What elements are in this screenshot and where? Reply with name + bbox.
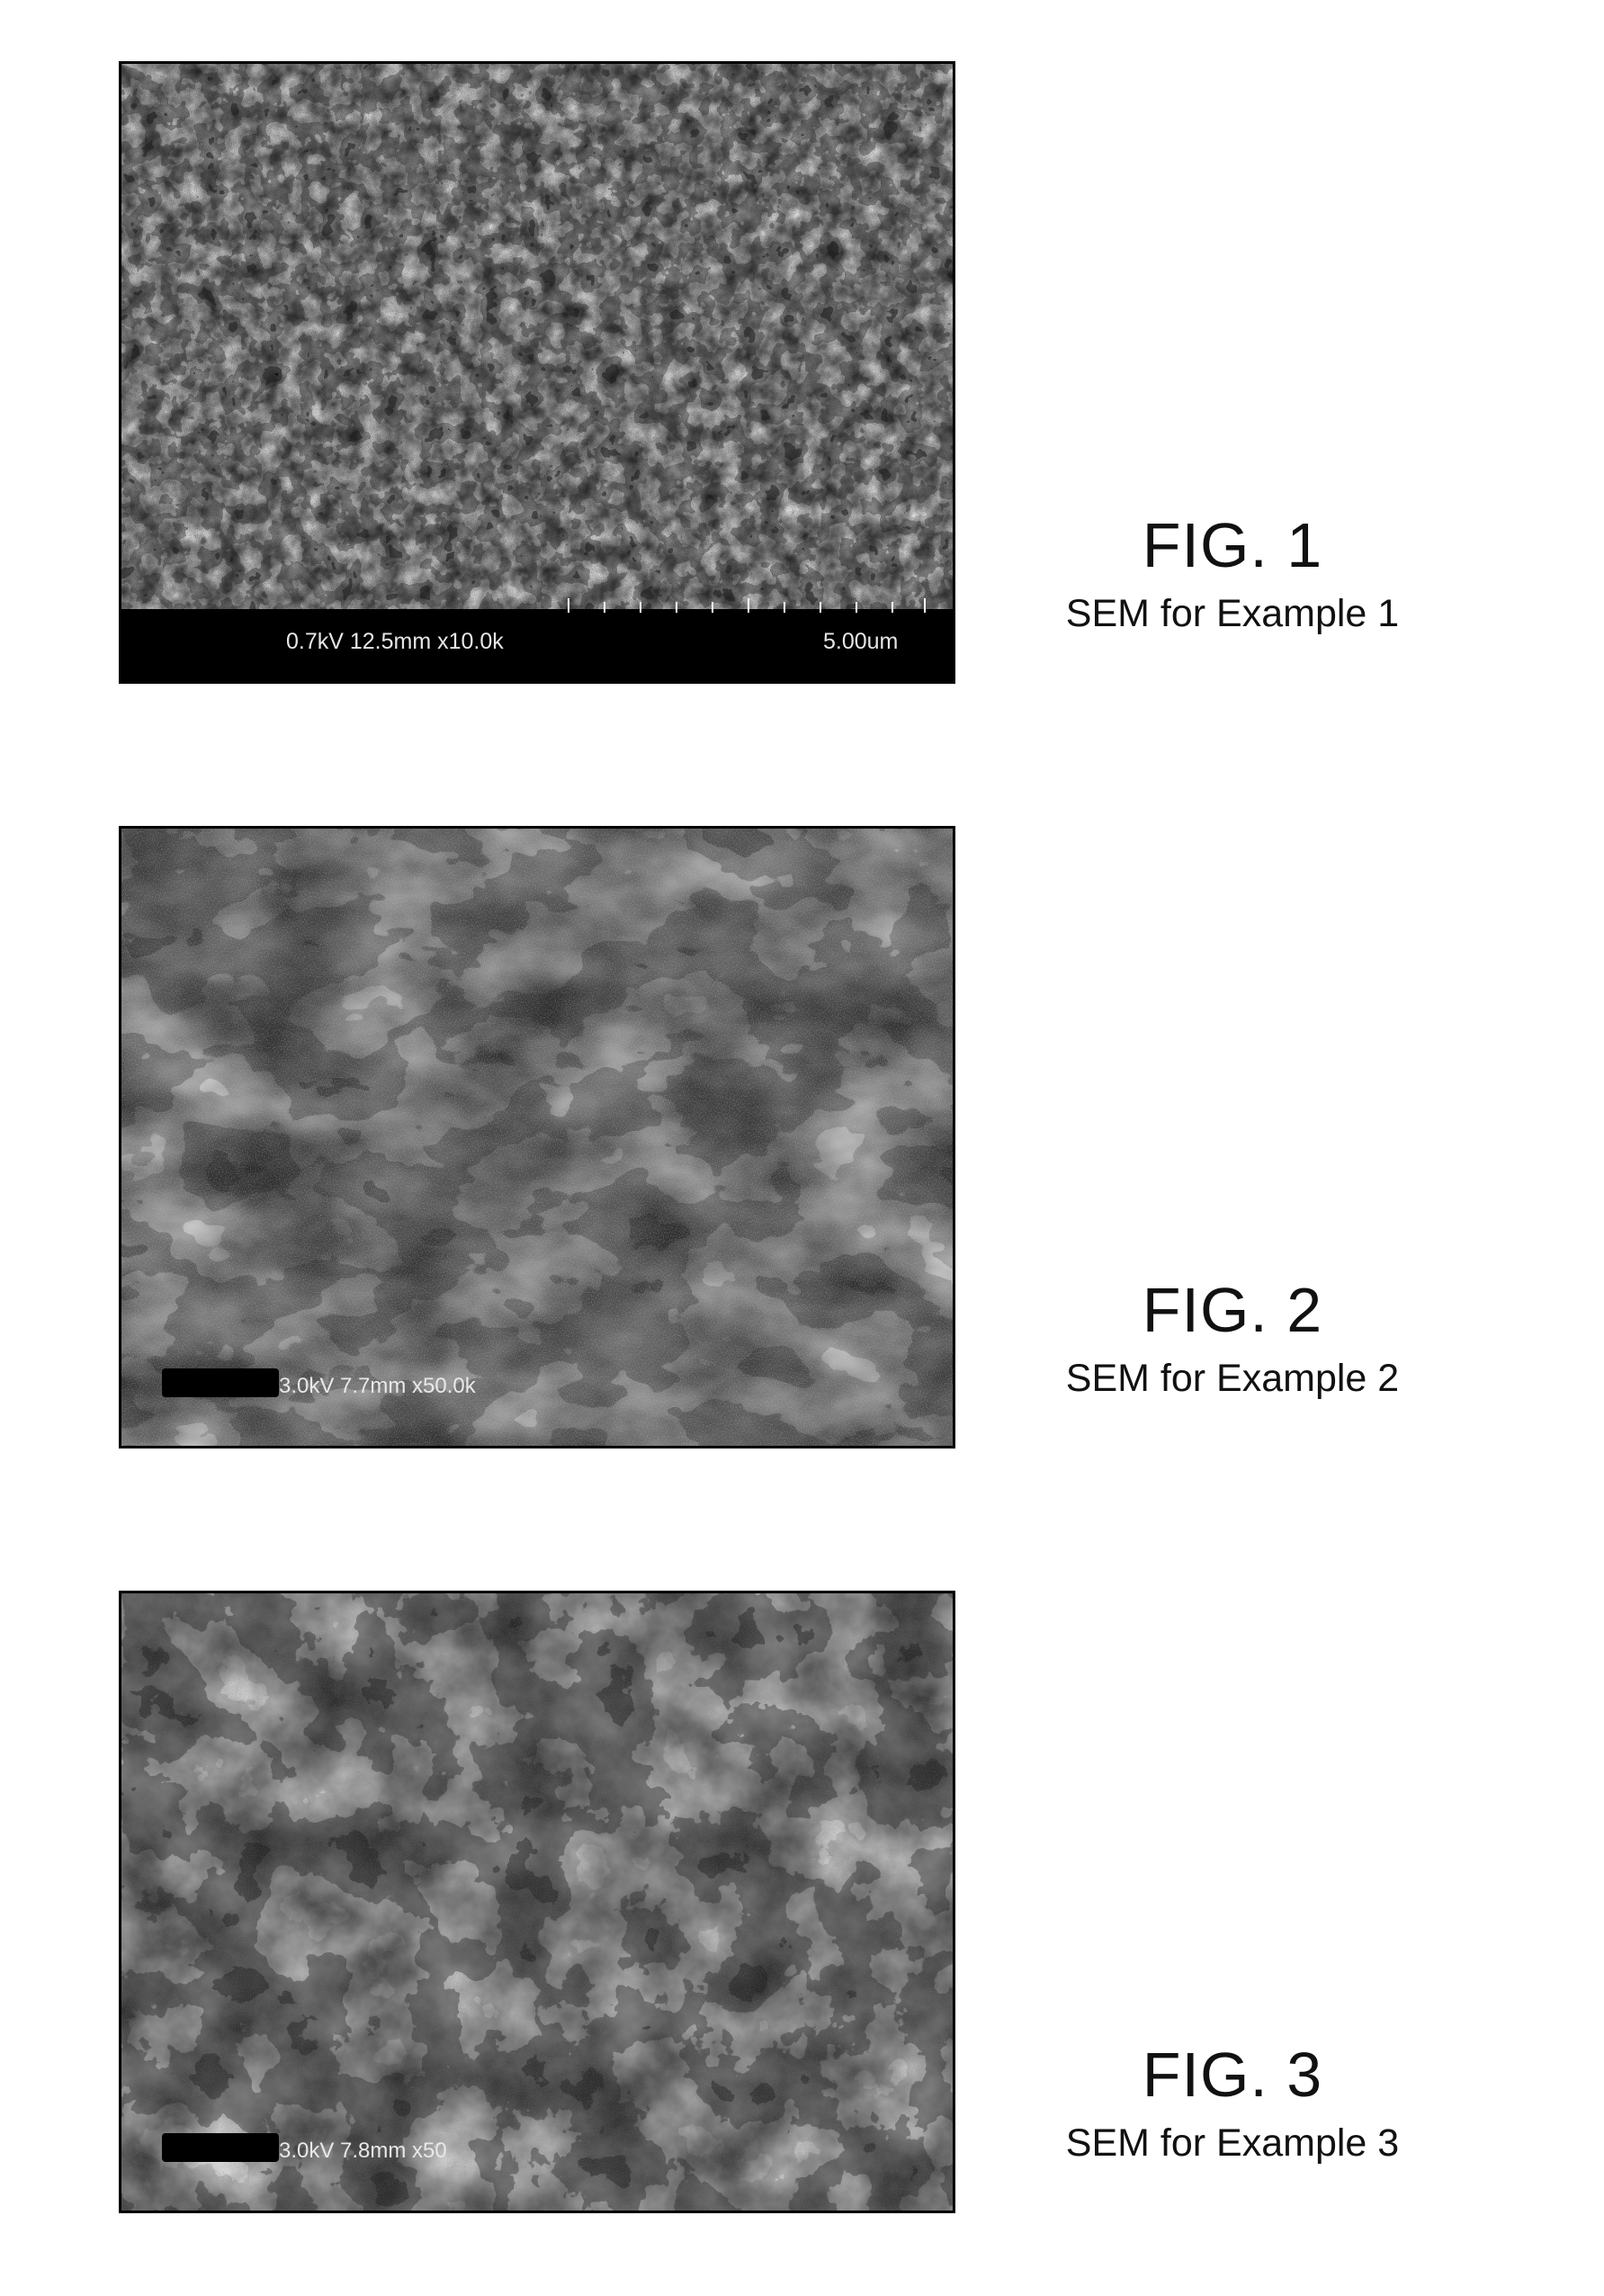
figure-description: SEM for Example 1: [1026, 593, 1439, 635]
sem-scale-label: 5.00um: [823, 629, 898, 655]
figure-label: FIG. 3: [1026, 2040, 1439, 2110]
figure-3: 3.0kV 7.8mm x50 FIG. 3 SEM for Example 3: [0, 1591, 1604, 2220]
figure-2: 3.0kV 7.7mm x50.0k FIG. 2 SEM for Exampl…: [0, 826, 1604, 1456]
figure-1-caption: FIG. 1 SEM for Example 1: [1026, 511, 1439, 635]
figure-1: 0.7kV 12.5mm x10.0k 5.00um FIG. 1 SEM fo…: [0, 61, 1604, 691]
sem-databar: 0.7kV 12.5mm x10.0k 5.00um: [121, 609, 953, 681]
scale-bar: [162, 1368, 279, 1397]
figure-label: FIG. 1: [1026, 511, 1439, 580]
figure-description: SEM for Example 3: [1026, 2122, 1439, 2165]
sem-image-example-3: 3.0kV 7.8mm x50: [119, 1591, 955, 2213]
figure-2-caption: FIG. 2 SEM for Example 2: [1026, 1276, 1439, 1400]
sem-acquisition-params: 0.7kV 12.5mm x10.0k: [286, 629, 504, 655]
figure-label: FIG. 2: [1026, 1276, 1439, 1345]
sem-micrograph-fine-grains: [121, 64, 953, 681]
figure-3-caption: FIG. 3 SEM for Example 3: [1026, 2040, 1439, 2165]
sem-image-example-1: 0.7kV 12.5mm x10.0k 5.00um: [119, 61, 955, 684]
scale-bar: [162, 2133, 279, 2162]
figure-description: SEM for Example 2: [1026, 1358, 1439, 1400]
sem-micrograph-platelets: [121, 829, 953, 1446]
sem-micrograph-aggregates: [121, 1593, 953, 2211]
sem-acquisition-params: 3.0kV 7.7mm x50.0k: [279, 1374, 476, 1399]
sem-acquisition-params: 3.0kV 7.8mm x50: [279, 2139, 447, 2164]
sem-image-example-2: 3.0kV 7.7mm x50.0k: [119, 826, 955, 1448]
scale-ruler-ticks: [567, 593, 927, 614]
